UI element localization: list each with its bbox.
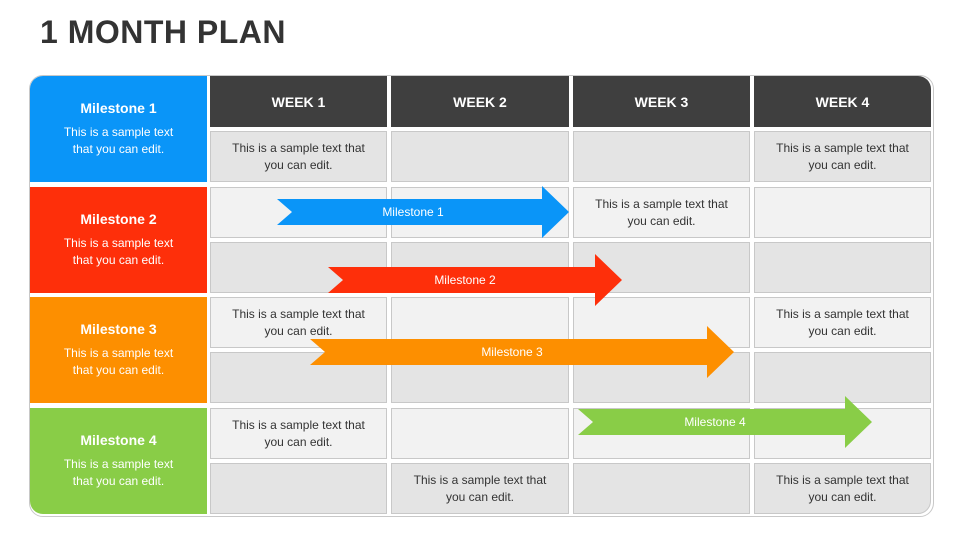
cell-text: This is a sample text that you can edit. bbox=[232, 140, 365, 172]
milestone-block-4[interactable]: Milestone 4 This is a sample text that y… bbox=[30, 408, 207, 514]
grid-cell[interactable]: This is a sample text that you can edit. bbox=[391, 463, 569, 514]
grid-cell[interactable]: This is a sample text that you can edit. bbox=[573, 187, 750, 238]
milestone-title: Milestone 4 bbox=[80, 432, 157, 448]
grid-cell[interactable] bbox=[391, 408, 569, 459]
grid-cell[interactable] bbox=[754, 187, 931, 238]
milestone-title: Milestone 1 bbox=[80, 100, 157, 116]
cell-text: This is a sample text that you can edit. bbox=[232, 417, 365, 449]
milestone-description: This is a sample text that you can edit. bbox=[63, 346, 174, 377]
grid-cell[interactable] bbox=[754, 242, 931, 293]
milestone-block-2[interactable]: Milestone 2 This is a sample text that y… bbox=[30, 187, 207, 293]
grid-cell[interactable] bbox=[391, 131, 569, 182]
milestone-title: Milestone 3 bbox=[80, 321, 157, 337]
cell-text: This is a sample text that you can edit. bbox=[232, 306, 365, 338]
grid-cell[interactable]: This is a sample text that you can edit. bbox=[754, 297, 931, 348]
cell-text: This is a sample text that you can edit. bbox=[776, 472, 909, 504]
milestone-description: This is a sample text that you can edit. bbox=[63, 236, 174, 267]
cell-text: This is a sample text that you can edit. bbox=[595, 196, 728, 228]
milestone-block-3[interactable]: Milestone 3 This is a sample text that y… bbox=[30, 297, 207, 403]
milestone-title: Milestone 2 bbox=[80, 211, 157, 227]
grid-cell[interactable] bbox=[754, 352, 931, 403]
arrow-label: Milestone 2 bbox=[434, 273, 496, 287]
grid-cell[interactable] bbox=[210, 463, 387, 514]
milestone-description: This is a sample text that you can edit. bbox=[63, 457, 174, 488]
grid-cell[interactable]: This is a sample text that you can edit. bbox=[754, 131, 931, 182]
cell-text: This is a sample text that you can edit. bbox=[776, 140, 909, 172]
week-header-3: WEEK 3 bbox=[573, 76, 750, 127]
arrow-label: Milestone 4 bbox=[684, 415, 746, 429]
week-header-2: WEEK 2 bbox=[391, 76, 569, 127]
grid-cell[interactable]: This is a sample text that you can edit. bbox=[210, 408, 387, 459]
grid-cell[interactable] bbox=[573, 131, 750, 182]
grid-cell[interactable]: This is a sample text that you can edit. bbox=[754, 463, 931, 514]
page-title: 1 MONTH PLAN bbox=[40, 14, 286, 50]
arrow-label: Milestone 1 bbox=[382, 205, 444, 219]
milestone-block-1[interactable]: Milestone 1 This is a sample text that y… bbox=[30, 76, 207, 182]
milestone-description: This is a sample text that you can edit. bbox=[63, 125, 174, 156]
arrow-label: Milestone 3 bbox=[481, 345, 543, 359]
week-header-1: WEEK 1 bbox=[210, 76, 387, 127]
cell-text: This is a sample text that you can edit. bbox=[776, 306, 909, 338]
week-header-4: WEEK 4 bbox=[754, 76, 931, 127]
grid-cell[interactable] bbox=[573, 463, 750, 514]
grid-cell[interactable]: This is a sample text that you can edit. bbox=[210, 131, 387, 182]
cell-text: This is a sample text that you can edit. bbox=[413, 472, 547, 504]
